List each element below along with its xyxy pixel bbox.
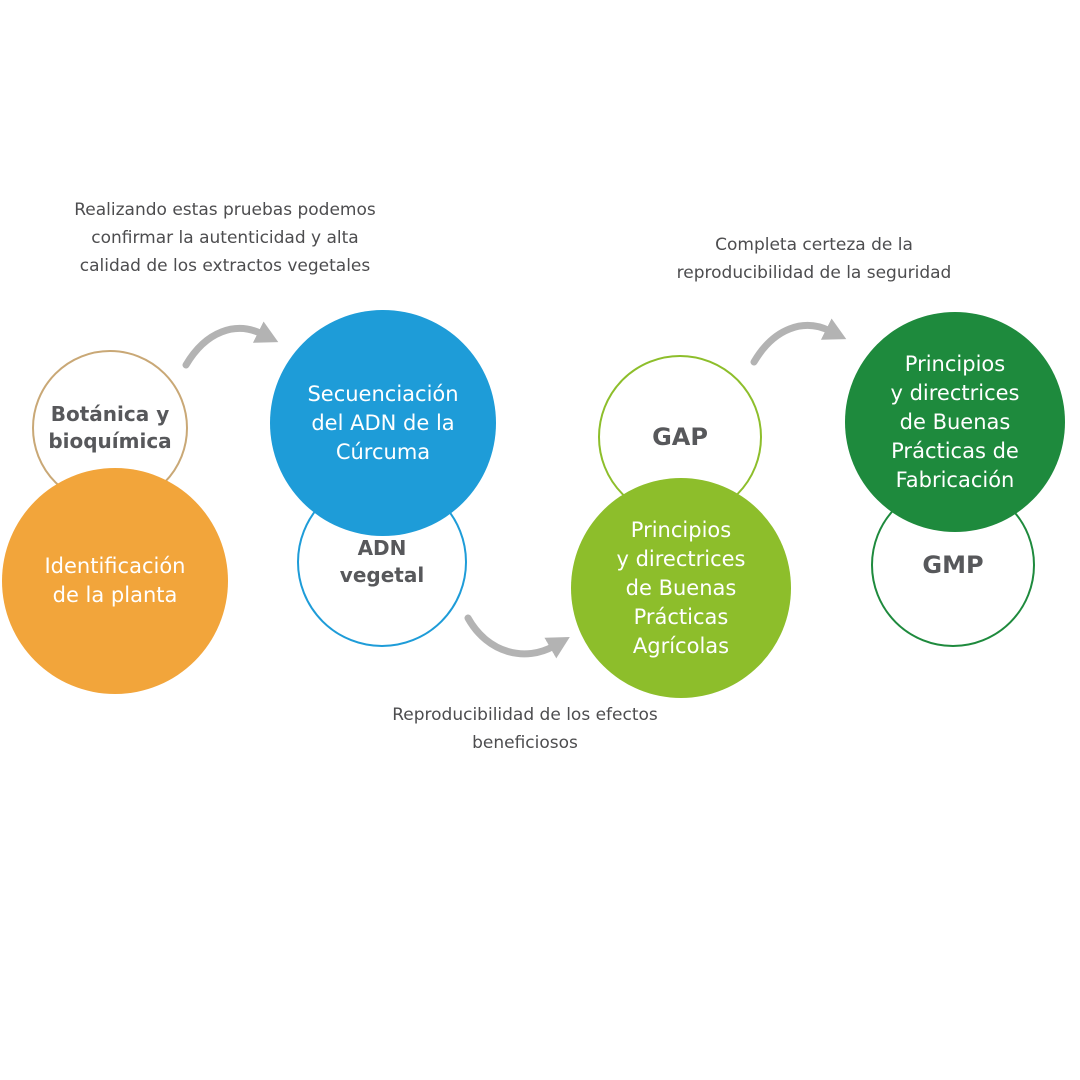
curved-arrow-icon-gap-to-fabricacion: [748, 312, 853, 374]
circle-practicas-fabricacion-label: Principios y directrices de Buenas Práct…: [890, 351, 1020, 492]
curved-arrow-icon-botanica-to-secuenciacion: [180, 315, 285, 377]
circle-gmp-label: GMP: [922, 551, 984, 579]
circle-gap-label: GAP: [652, 423, 708, 451]
curved-arrow-icon-adn-to-agricolas: [460, 606, 575, 670]
circle-practicas-fabricacion: Principios y directrices de Buenas Práct…: [845, 312, 1065, 532]
circle-secuenciacion-adn: Secuenciación del ADN de la Cúrcuma: [270, 310, 496, 536]
circle-identificacion-planta-label: Identificación de la planta: [44, 554, 186, 607]
circle-practicas-agricolas-label: Principios y directrices de Buenas Práct…: [616, 517, 746, 658]
circle-botanica-bioquimica-label: Botánica y bioquímica: [48, 402, 172, 453]
note-beneficial-effects: Reproducibilidad de los efectos benefici…: [392, 705, 658, 753]
circle-secuenciacion-adn-label: Secuenciación del ADN de la Cúrcuma: [307, 381, 459, 464]
circle-identificacion-planta: Identificación de la planta: [2, 468, 228, 694]
circle-adn-vegetal-label: ADN vegetal: [339, 536, 425, 587]
circle-practicas-agricolas: Principios y directrices de Buenas Práct…: [571, 478, 791, 698]
note-safety-reproducibility: Completa certeza de la reproducibilidad …: [676, 235, 952, 283]
note-authenticity: Realizando estas pruebas podemos confirm…: [74, 200, 376, 276]
